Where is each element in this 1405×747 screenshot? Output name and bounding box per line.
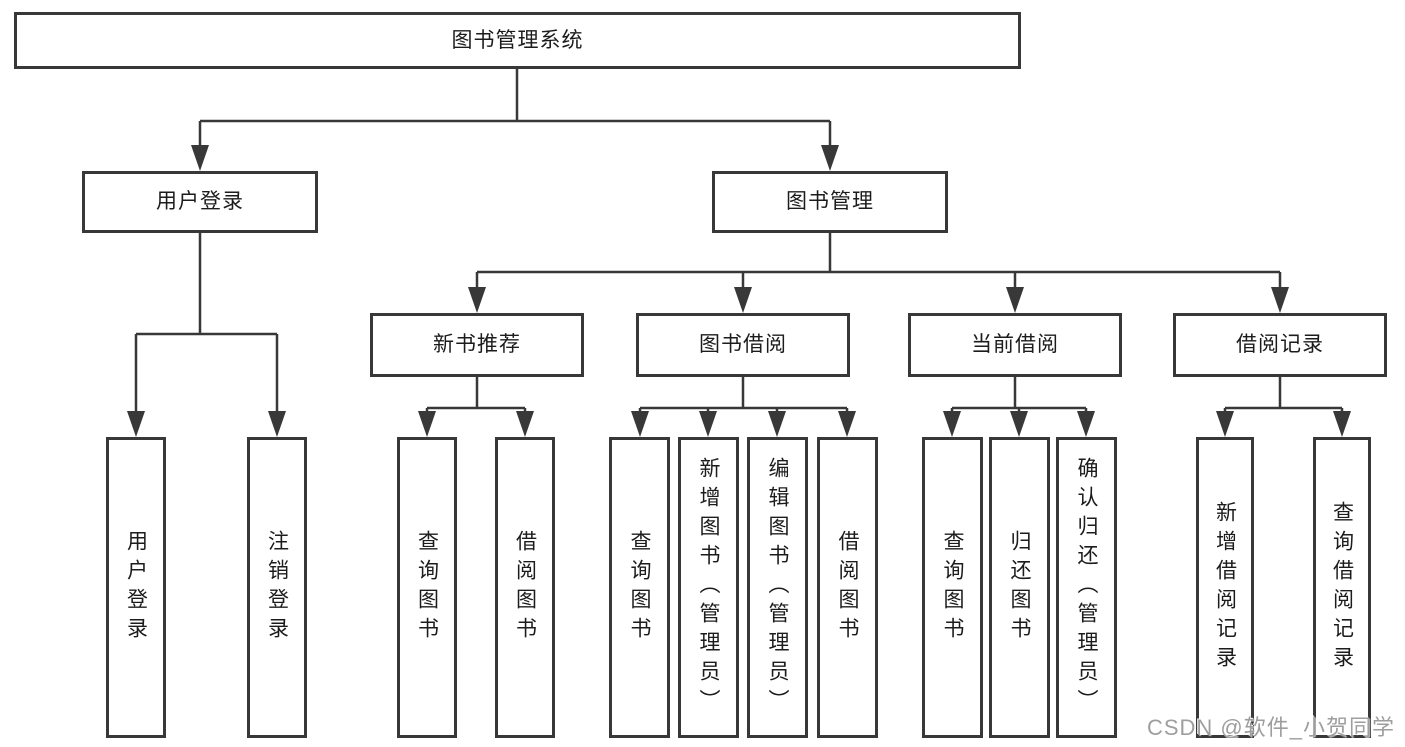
leaf-borrow-add-books-admin: 新增图书（管理员） bbox=[678, 437, 739, 738]
leaf-user-login: 用户登录 bbox=[106, 437, 166, 738]
connector-bookborrow-children bbox=[638, 377, 849, 421]
leaf-borrow-edit-books-admin: 编辑图书（管理员） bbox=[747, 437, 808, 738]
arrowhead-icons bbox=[127, 145, 1351, 437]
leaf-borrow-query-books: 查询图书 bbox=[609, 437, 670, 738]
node-user-login: 用户登录 bbox=[82, 171, 318, 233]
connector-bookmgmt-to-level3 bbox=[475, 233, 1282, 297]
node-new-book-recommend: 新书推荐 bbox=[370, 313, 584, 377]
leaf-current-query-books: 查询图书 bbox=[922, 437, 983, 738]
node-library-system: 图书管理系统 bbox=[14, 12, 1021, 69]
connector-paths bbox=[134, 68, 1344, 421]
connector-userlogin-children bbox=[134, 233, 279, 421]
node-borrow-records: 借阅记录 bbox=[1173, 313, 1387, 377]
connector-newbook-children bbox=[425, 377, 527, 421]
node-current-borrow: 当前借阅 bbox=[908, 313, 1122, 377]
leaf-records-query-record: 查询借阅记录 bbox=[1313, 437, 1371, 738]
leaf-records-add-record: 新增借阅记录 bbox=[1196, 437, 1254, 738]
leaf-borrow-borrow-books: 借阅图书 bbox=[817, 437, 878, 738]
leaf-recommend-query-books: 查询图书 bbox=[397, 437, 457, 738]
connector-borrowrecords-children bbox=[1223, 377, 1344, 421]
leaf-logout: 注销登录 bbox=[247, 437, 307, 738]
leaf-current-return-books: 归还图书 bbox=[989, 437, 1050, 738]
node-book-management: 图书管理 bbox=[712, 171, 948, 233]
leaf-recommend-borrow-books: 借阅图书 bbox=[495, 437, 555, 738]
connector-root-to-level2 bbox=[198, 68, 832, 153]
node-book-borrow: 图书借阅 bbox=[636, 313, 850, 377]
watermark: CSDN @软件_小贺同学 bbox=[1146, 715, 1395, 740]
leaf-current-confirm-return-admin: 确认归还（管理员） bbox=[1056, 437, 1117, 738]
